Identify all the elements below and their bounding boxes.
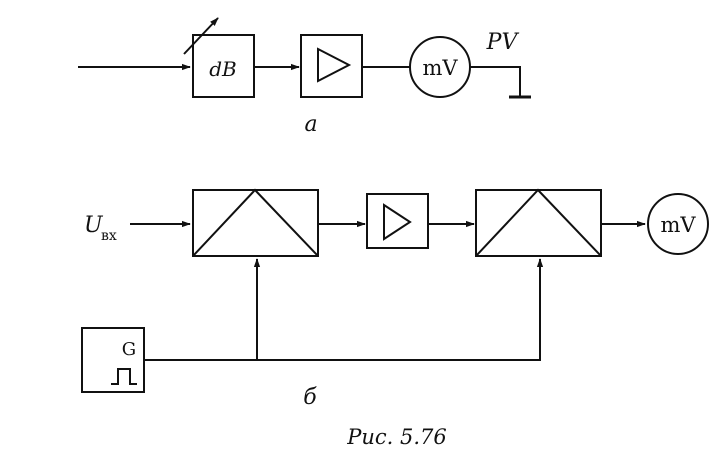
- demodulator-block: [475, 189, 602, 257]
- ground-wire: [470, 66, 521, 97]
- diagram-b: U вх mV G б: [81, 188, 709, 410]
- generator-bus: [144, 258, 544, 361]
- meter-designation: PV: [486, 30, 520, 55]
- subfigure-label-a: а: [304, 112, 317, 137]
- meter-label-b: mV: [660, 213, 696, 237]
- generator-label: G: [122, 339, 136, 360]
- figure-caption: Рис. 5.76: [346, 425, 447, 449]
- millivoltmeter-b: [647, 193, 709, 255]
- variable-arrow-icon: [183, 17, 219, 55]
- amplifier-triangle-icon-b: [383, 203, 412, 241]
- pulse-icon: [111, 368, 137, 385]
- modulator-symbol: [192, 188, 319, 257]
- attenuator-label: dB: [209, 57, 237, 81]
- input-symbol: U: [84, 213, 104, 238]
- input-subscript: вх: [101, 228, 117, 244]
- amplifier-triangle-icon: [317, 47, 352, 83]
- meter-label-a: mV: [422, 56, 458, 80]
- diagram-a: dB mV PV а: [78, 17, 531, 137]
- subfigure-label-b: б: [303, 385, 317, 410]
- amplifier-block-a: [300, 34, 363, 98]
- demodulator-symbol: [475, 188, 602, 257]
- amplifier-block-b: [366, 193, 429, 249]
- modulator-block: [192, 189, 319, 257]
- pulse-generator-block: [81, 327, 145, 393]
